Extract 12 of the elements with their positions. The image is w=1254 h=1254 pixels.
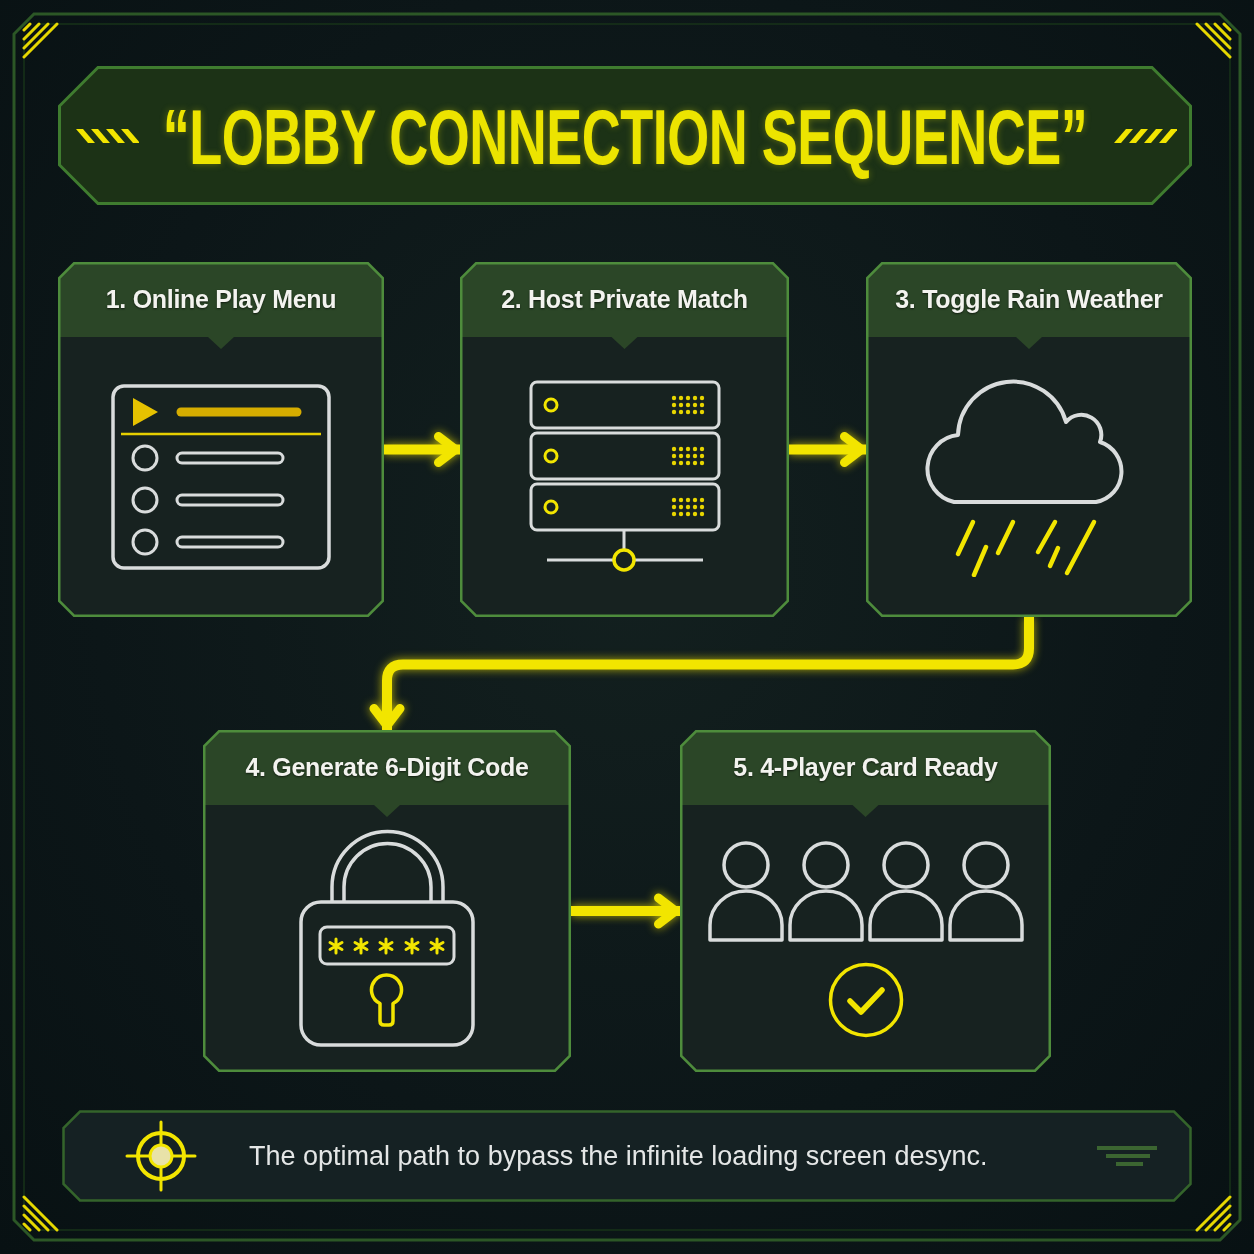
step-title: 5. 4-Player Card Ready <box>733 753 998 782</box>
step-card <box>460 262 789 617</box>
step-title: 1. Online Play Menu <box>105 285 337 314</box>
arrow <box>571 893 680 929</box>
caption: The optimal path to bypass the infinite loading screen desync. <box>249 1140 988 1172</box>
step-card <box>866 262 1192 617</box>
step-title: 4. Generate 6-Digit Code <box>245 753 529 782</box>
step-card <box>203 730 571 1072</box>
step-title: 3. Toggle Rain Weather <box>895 285 1163 314</box>
step-title: 2. Host Private Match <box>501 285 748 314</box>
step-card <box>680 730 1051 1072</box>
step-card <box>58 262 384 617</box>
